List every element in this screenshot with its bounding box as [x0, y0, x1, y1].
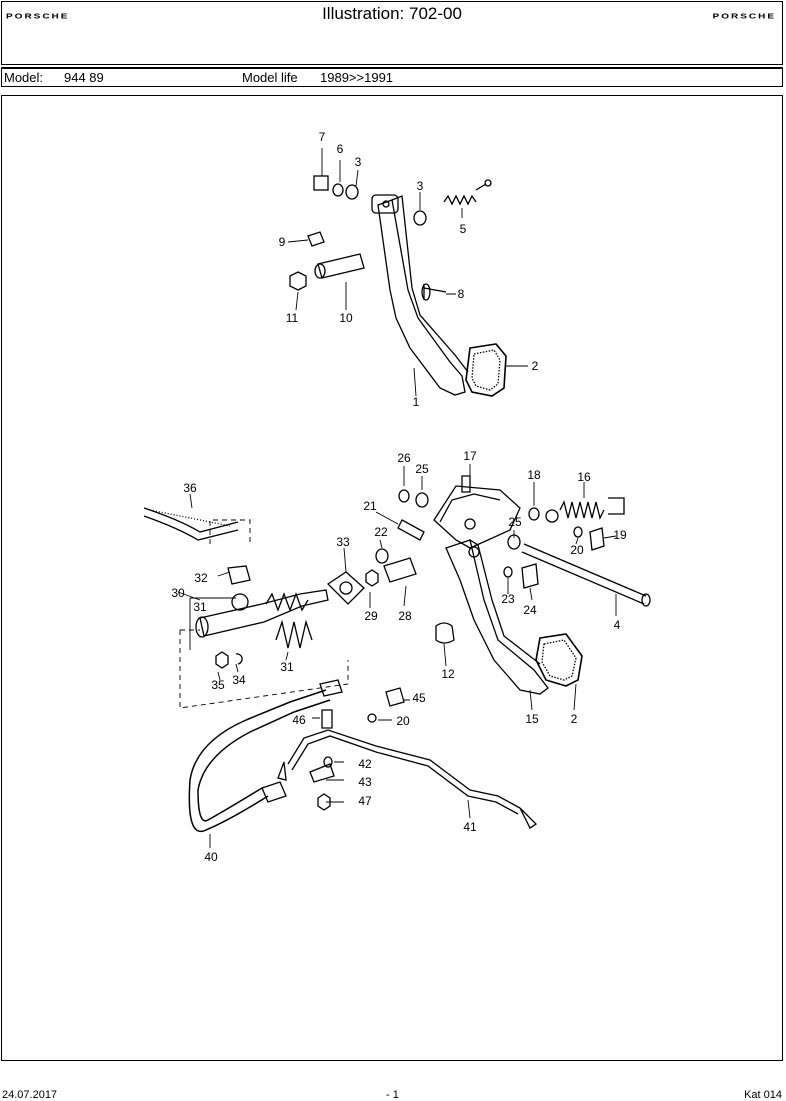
- callout-31: 31: [193, 600, 207, 614]
- callout-42: 42: [358, 757, 372, 771]
- callout-9: 9: [279, 235, 286, 249]
- callout-35: 35: [211, 678, 225, 692]
- callout-43: 43: [358, 775, 372, 789]
- callout-36: 36: [183, 481, 197, 495]
- callout-1: 1: [413, 395, 420, 409]
- callout-46: 46: [292, 713, 306, 727]
- pushrod: [317, 253, 365, 279]
- callout-33: 33: [336, 535, 350, 549]
- model-life-value: 1989>>1991: [320, 70, 394, 85]
- model-label: Model:: [4, 70, 44, 85]
- callout-2: 2: [571, 712, 578, 726]
- pivot-shaft: [521, 543, 647, 605]
- parts-drawing: [143, 148, 651, 848]
- callout-21: 21: [363, 499, 377, 513]
- callout-31: 31: [280, 660, 294, 674]
- callout-30: 30: [171, 586, 185, 600]
- flexible-hose: [188, 689, 331, 833]
- footer-date: 24.07.2017: [2, 1089, 58, 1101]
- callout-40: 40: [204, 850, 218, 864]
- callout-18: 18: [527, 468, 541, 482]
- callout-45: 45: [412, 691, 426, 705]
- over-center-spring: [559, 497, 625, 520]
- callout-34: 34: [232, 673, 246, 687]
- callout-41: 41: [463, 820, 477, 834]
- callout-16: 16: [577, 470, 591, 484]
- brake-pedal-arm: [377, 199, 466, 396]
- footer-catalog: Kat 014: [744, 1089, 782, 1101]
- callout-15: 15: [525, 712, 539, 726]
- clutch-pedal-pad: [535, 633, 583, 687]
- callout-25: 25: [508, 515, 522, 529]
- callout-24: 24: [523, 603, 537, 617]
- callout-25: 25: [415, 462, 429, 476]
- callout-47: 47: [358, 794, 372, 808]
- callout-20: 20: [396, 714, 410, 728]
- header: PORSCHE Illustration: 702-00 PORSCHE: [1, 1, 783, 65]
- porsche-logo-right: PORSCHE: [712, 12, 776, 21]
- callout-4: 4: [614, 618, 621, 632]
- callout-17: 17: [463, 449, 477, 463]
- callout-7: 7: [319, 130, 326, 144]
- callout-29: 29: [364, 609, 378, 623]
- callout-23: 23: [501, 592, 515, 606]
- brake-pedal-pad: [465, 343, 507, 397]
- callout-12: 12: [441, 667, 455, 681]
- callout-11: 11: [286, 311, 299, 325]
- callout-26: 26: [397, 451, 411, 465]
- hydraulic-line: [287, 729, 521, 815]
- callout-22: 22: [374, 525, 388, 539]
- callout-6: 6: [337, 142, 344, 156]
- callout-20: 20: [570, 543, 584, 557]
- callout-10: 10: [339, 311, 353, 325]
- page-title: Illustration: 702-00: [322, 4, 462, 23]
- callout-32: 32: [194, 571, 208, 585]
- reservoir-hose: [143, 507, 239, 541]
- porsche-logo-left: PORSCHE: [6, 12, 70, 21]
- callout-8: 8: [458, 287, 465, 301]
- return-spring: [443, 183, 487, 206]
- diagram-frame: [1, 95, 783, 1061]
- callout-2: 2: [532, 359, 539, 373]
- footer-page: - 1: [386, 1089, 399, 1101]
- model-bar: Model: 944 89 Model life 1989>>1991: [1, 67, 783, 87]
- callout-3: 3: [417, 179, 424, 193]
- model-life-label: Model life: [242, 70, 298, 85]
- callout-3: 3: [355, 155, 362, 169]
- callout-5: 5: [460, 222, 467, 236]
- clutch-pedal-arm: [445, 539, 549, 695]
- callout-28: 28: [398, 609, 412, 623]
- model-value: 944 89: [64, 70, 104, 85]
- callout-19: 19: [613, 528, 627, 542]
